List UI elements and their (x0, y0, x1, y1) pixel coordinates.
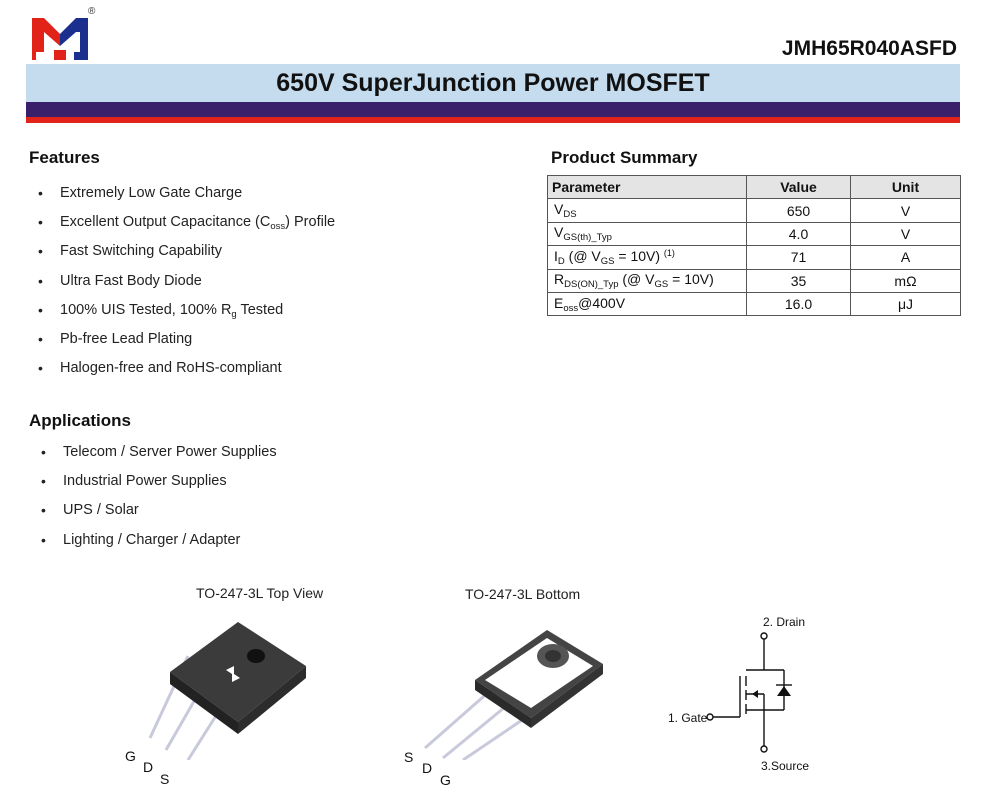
features-list: Extremely Low Gate ChargeExcellent Outpu… (30, 183, 335, 387)
cell-unit: μJ (850, 291, 961, 317)
cell-unit: A (850, 245, 961, 270)
page-title: 650V SuperJunction Power MOSFET (276, 69, 710, 97)
applications-list: Telecom / Server Power SuppliesIndustria… (33, 442, 277, 559)
drain-label: 2. Drain (763, 615, 806, 629)
bottom-view-caption: TO-247-3L Bottom (465, 586, 581, 602)
title-band (26, 64, 960, 102)
to247-bottom-view-image (424, 630, 603, 760)
cell-value: 35 (746, 268, 851, 293)
top-view-caption: TO-247-3L Top View (196, 585, 324, 601)
list-item: Pb-free Lead Plating (30, 329, 335, 358)
bottom-pin-label: G (440, 772, 451, 788)
source-label: 3.Source (761, 759, 810, 773)
purple-band (26, 102, 960, 117)
top-pin-label: G (125, 748, 136, 764)
mosfet-symbol (706, 632, 792, 753)
list-item: 100% UIS Tested, 100% Rg Tested (30, 300, 335, 329)
applications-heading: Applications (29, 411, 132, 430)
col-unit: Unit (850, 174, 961, 200)
gate-label: 1. Gate (668, 711, 708, 725)
cell-value: 16.0 (746, 291, 851, 317)
col-value: Value (746, 174, 851, 200)
list-item: Telecom / Server Power Supplies (33, 442, 277, 471)
registered-mark: ® (88, 6, 96, 17)
list-item: Lighting / Charger / Adapter (33, 530, 277, 559)
table-header-row: Parameter Value Unit (547, 174, 961, 200)
cell-value: 650 (746, 198, 851, 223)
bottom-pin-label: S (404, 749, 414, 765)
list-item: Excellent Output Capacitance (Coss) Prof… (30, 212, 335, 241)
cell-param: VGS(th)_Typ (547, 221, 747, 247)
summary-heading: Product Summary (551, 148, 698, 167)
red-band (26, 117, 960, 123)
jmh-logo (32, 18, 88, 60)
cell-param: VDS (547, 198, 747, 223)
cell-unit: mΩ (850, 268, 961, 293)
bottom-pin-label: D (422, 760, 433, 776)
top-pin-label: D (143, 759, 154, 775)
cell-unit: V (850, 221, 961, 247)
list-item: Ultra Fast Body Diode (30, 271, 335, 300)
cell-value: 4.0 (746, 221, 851, 247)
list-item: Halogen-free and RoHS-compliant (30, 358, 335, 387)
list-item: Fast Switching Capability (30, 241, 335, 270)
part-number: JMH65R040ASFD (781, 37, 957, 60)
col-parameter: Parameter (547, 174, 747, 200)
cell-param: ID (@ VGS = 10V) (1) (547, 245, 747, 270)
cell-param: RDS(ON)_Typ (@ VGS = 10V) (547, 268, 747, 293)
cell-param: Eoss@400V (547, 291, 747, 317)
list-item: UPS / Solar (33, 500, 277, 529)
features-heading: Features (29, 148, 100, 167)
cell-value: 71 (746, 245, 851, 270)
list-item: Extremely Low Gate Charge (30, 183, 335, 212)
to247-top-view-image (148, 622, 306, 760)
list-item: Industrial Power Supplies (33, 471, 277, 500)
cell-unit: V (850, 198, 961, 223)
top-pin-label: S (160, 771, 170, 787)
